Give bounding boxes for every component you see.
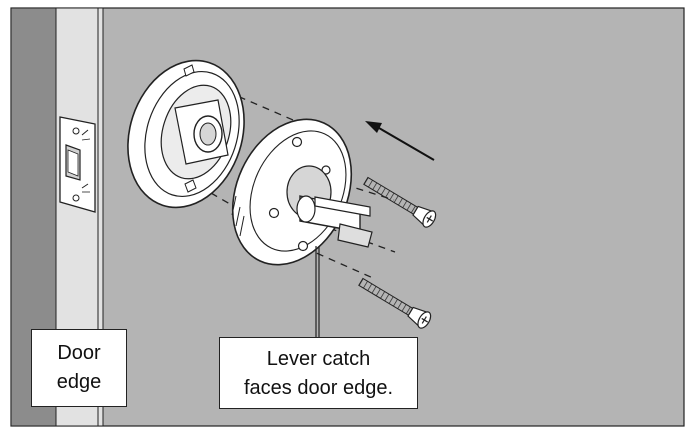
spindle-catch <box>296 195 373 337</box>
lever-catch-callout: Lever catch faces door edge. <box>219 337 418 409</box>
latch-faceplate <box>59 116 96 213</box>
rose-assembly <box>231 118 353 266</box>
mounting-plate <box>127 59 245 209</box>
direction-arrow-icon <box>365 121 435 161</box>
mounting-screw-icon <box>363 176 437 228</box>
door-edge-label-line1: Door <box>57 342 101 364</box>
lever-catch-label-line1: Lever catch <box>266 348 371 370</box>
door-edge-callout: Door edge <box>31 329 127 407</box>
mounting-screw-icon <box>358 277 432 329</box>
lever-catch-label-line2: faces door edge. <box>244 377 393 399</box>
door-edge-label-line2: edge <box>56 371 102 393</box>
